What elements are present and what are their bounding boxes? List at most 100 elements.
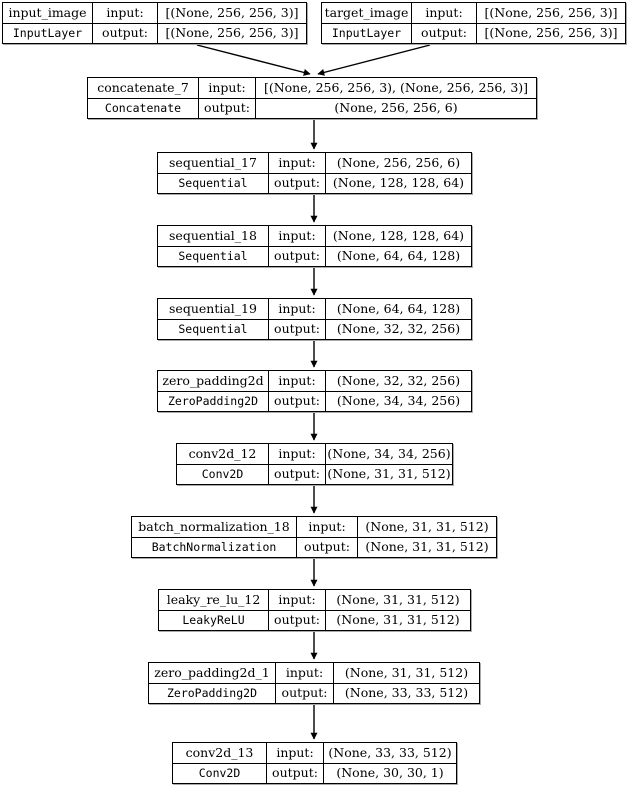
output-shape: (None, 31, 31, 512) bbox=[365, 539, 489, 554]
node-concatenate_7[interactable]: concatenate_7 input: [(None, 256, 256, 3… bbox=[87, 77, 537, 119]
node-name: target_image bbox=[322, 3, 412, 23]
io-label-output: output: bbox=[297, 537, 358, 557]
node-sequential_18[interactable]: sequential_18 input: (None, 128, 128, 64… bbox=[157, 225, 472, 267]
node-sequential_19[interactable]: sequential_19 input: (None, 64, 64, 128)… bbox=[157, 298, 472, 340]
node-row-input: leaky_re_lu_12 input: (None, 31, 31, 512… bbox=[159, 590, 470, 611]
node-zero_padding2d_1[interactable]: zero_padding2d_1 input: (None, 31, 31, 5… bbox=[148, 662, 480, 704]
node-row-input: sequential_18 input: (None, 128, 128, 64… bbox=[158, 226, 471, 247]
io-label-output: output: bbox=[269, 391, 326, 411]
node-row-output: InputLayer output: [(None, 256, 256, 3)] bbox=[3, 23, 306, 43]
node-class: Sequential bbox=[158, 246, 269, 266]
node-name: sequential_19 bbox=[158, 299, 269, 319]
node-row-input: sequential_19 input: (None, 64, 64, 128) bbox=[158, 299, 471, 320]
io-label-input: input: bbox=[276, 663, 334, 683]
node-row-output: ZeroPadding2D output: (None, 34, 34, 256… bbox=[158, 391, 471, 411]
input-shape: (None, 31, 31, 512) bbox=[336, 591, 460, 607]
io-label-output: output: bbox=[269, 464, 326, 484]
node-batch_normalization_18[interactable]: batch_normalization_18 input: (None, 31,… bbox=[131, 516, 497, 558]
node-class: Sequential bbox=[158, 173, 269, 193]
output-shape: (None, 30, 30, 1) bbox=[336, 765, 444, 780]
node-class: Conv2D bbox=[177, 464, 269, 484]
input-shape: (None, 256, 256, 6) bbox=[336, 154, 461, 170]
node-name: batch_normalization_18 bbox=[132, 517, 297, 537]
node-zero_padding2d[interactable]: zero_padding2d input: (None, 32, 32, 256… bbox=[157, 370, 472, 412]
edge-target_image-concatenate_7 bbox=[317, 44, 431, 76]
output-shape: [(None, 256, 256, 3)] bbox=[484, 25, 618, 40]
io-label-input: input: bbox=[269, 590, 326, 610]
io-label-output: output: bbox=[412, 23, 477, 43]
io-label-input: input: bbox=[93, 3, 158, 23]
node-row-output: Conv2D output: (None, 31, 31, 512) bbox=[177, 464, 452, 484]
node-row-output: ZeroPadding2D output: (None, 33, 33, 512… bbox=[149, 683, 479, 703]
io-label-input: input: bbox=[297, 517, 358, 537]
node-row-input: zero_padding2d_1 input: (None, 31, 31, 5… bbox=[149, 663, 479, 684]
output-shape: (None, 34, 34, 256) bbox=[336, 393, 461, 408]
input-shape: (None, 64, 64, 128) bbox=[336, 300, 461, 316]
node-sequential_17[interactable]: sequential_17 input: (None, 256, 256, 6)… bbox=[157, 152, 472, 194]
node-name: concatenate_7 bbox=[88, 78, 199, 98]
node-name: zero_padding2d_1 bbox=[149, 663, 276, 683]
node-class: BatchNormalization bbox=[132, 537, 297, 557]
node-class: Conv2D bbox=[173, 763, 267, 783]
node-name: sequential_17 bbox=[158, 153, 269, 173]
node-row-output: Conv2D output: (None, 30, 30, 1) bbox=[173, 763, 456, 783]
node-row-input: input_image input: [(None, 256, 256, 3)] bbox=[3, 3, 306, 24]
node-class: ZeroPadding2D bbox=[149, 683, 276, 703]
node-row-output: InputLayer output: [(None, 256, 256, 3)] bbox=[322, 23, 625, 43]
edge-input_image-concatenate_7 bbox=[196, 44, 311, 76]
input-shape: (None, 32, 32, 256) bbox=[336, 372, 461, 388]
node-name: conv2d_13 bbox=[173, 743, 267, 763]
node-input_image[interactable]: input_image input: [(None, 256, 256, 3)]… bbox=[2, 2, 307, 44]
input-shape: [(None, 256, 256, 3), (None, 256, 256, 3… bbox=[263, 79, 529, 95]
output-shape: (None, 256, 256, 6) bbox=[334, 100, 458, 115]
io-label-input: input: bbox=[267, 743, 324, 763]
output-shape: (None, 64, 64, 128) bbox=[336, 248, 461, 263]
node-row-input: conv2d_12 input: (None, 34, 34, 256) bbox=[177, 444, 452, 465]
io-label-input: input: bbox=[412, 3, 477, 23]
node-class: Sequential bbox=[158, 319, 269, 339]
node-row-output: Concatenate output: (None, 256, 256, 6) bbox=[88, 98, 536, 118]
node-row-input: batch_normalization_18 input: (None, 31,… bbox=[132, 517, 496, 538]
io-label-input: input: bbox=[199, 78, 256, 98]
node-name: leaky_re_lu_12 bbox=[159, 590, 269, 610]
node-target_image[interactable]: target_image input: [(None, 256, 256, 3)… bbox=[321, 2, 626, 44]
node-row-output: Sequential output: (None, 128, 128, 64) bbox=[158, 173, 471, 193]
node-class: LeakyReLU bbox=[159, 610, 269, 630]
node-conv2d_12[interactable]: conv2d_12 input: (None, 34, 34, 256) Con… bbox=[176, 443, 453, 485]
input-shape: (None, 128, 128, 64) bbox=[332, 227, 465, 243]
node-class: ZeroPadding2D bbox=[158, 391, 269, 411]
input-shape: (None, 33, 33, 512) bbox=[328, 744, 452, 760]
node-row-input: concatenate_7 input: [(None, 256, 256, 3… bbox=[88, 78, 536, 99]
node-class: InputLayer bbox=[3, 23, 93, 43]
io-label-output: output: bbox=[276, 683, 334, 703]
io-label-input: input: bbox=[269, 299, 326, 319]
output-shape: (None, 32, 32, 256) bbox=[336, 321, 461, 336]
io-label-output: output: bbox=[267, 763, 324, 783]
node-conv2d_13[interactable]: conv2d_13 input: (None, 33, 33, 512) Con… bbox=[172, 742, 457, 784]
io-label-input: input: bbox=[269, 226, 326, 246]
input-shape: (None, 31, 31, 512) bbox=[365, 518, 489, 534]
node-leaky_re_lu_12[interactable]: leaky_re_lu_12 input: (None, 31, 31, 512… bbox=[158, 589, 471, 631]
node-name: conv2d_12 bbox=[177, 444, 269, 464]
io-label-input: input: bbox=[269, 371, 326, 391]
io-label-input: input: bbox=[269, 153, 326, 173]
io-label-output: output: bbox=[269, 319, 326, 339]
input-shape: (None, 31, 31, 512) bbox=[344, 664, 469, 680]
node-row-output: BatchNormalization output: (None, 31, 31… bbox=[132, 537, 496, 557]
node-row-output: LeakyReLU output: (None, 31, 31, 512) bbox=[159, 610, 470, 630]
output-shape: [(None, 256, 256, 3)] bbox=[165, 25, 299, 40]
io-label-output: output: bbox=[199, 98, 256, 118]
node-row-output: Sequential output: (None, 64, 64, 128) bbox=[158, 246, 471, 266]
io-label-output: output: bbox=[93, 23, 158, 43]
io-label-output: output: bbox=[269, 246, 326, 266]
node-row-input: target_image input: [(None, 256, 256, 3)… bbox=[322, 3, 625, 24]
node-class: InputLayer bbox=[322, 23, 412, 43]
node-class: Concatenate bbox=[88, 98, 199, 118]
node-row-input: sequential_17 input: (None, 256, 256, 6) bbox=[158, 153, 471, 174]
io-label-input: input: bbox=[269, 444, 326, 464]
output-shape: (None, 128, 128, 64) bbox=[332, 175, 465, 190]
io-label-output: output: bbox=[269, 173, 326, 193]
node-name: zero_padding2d bbox=[158, 371, 269, 391]
io-label-output: output: bbox=[269, 610, 326, 630]
